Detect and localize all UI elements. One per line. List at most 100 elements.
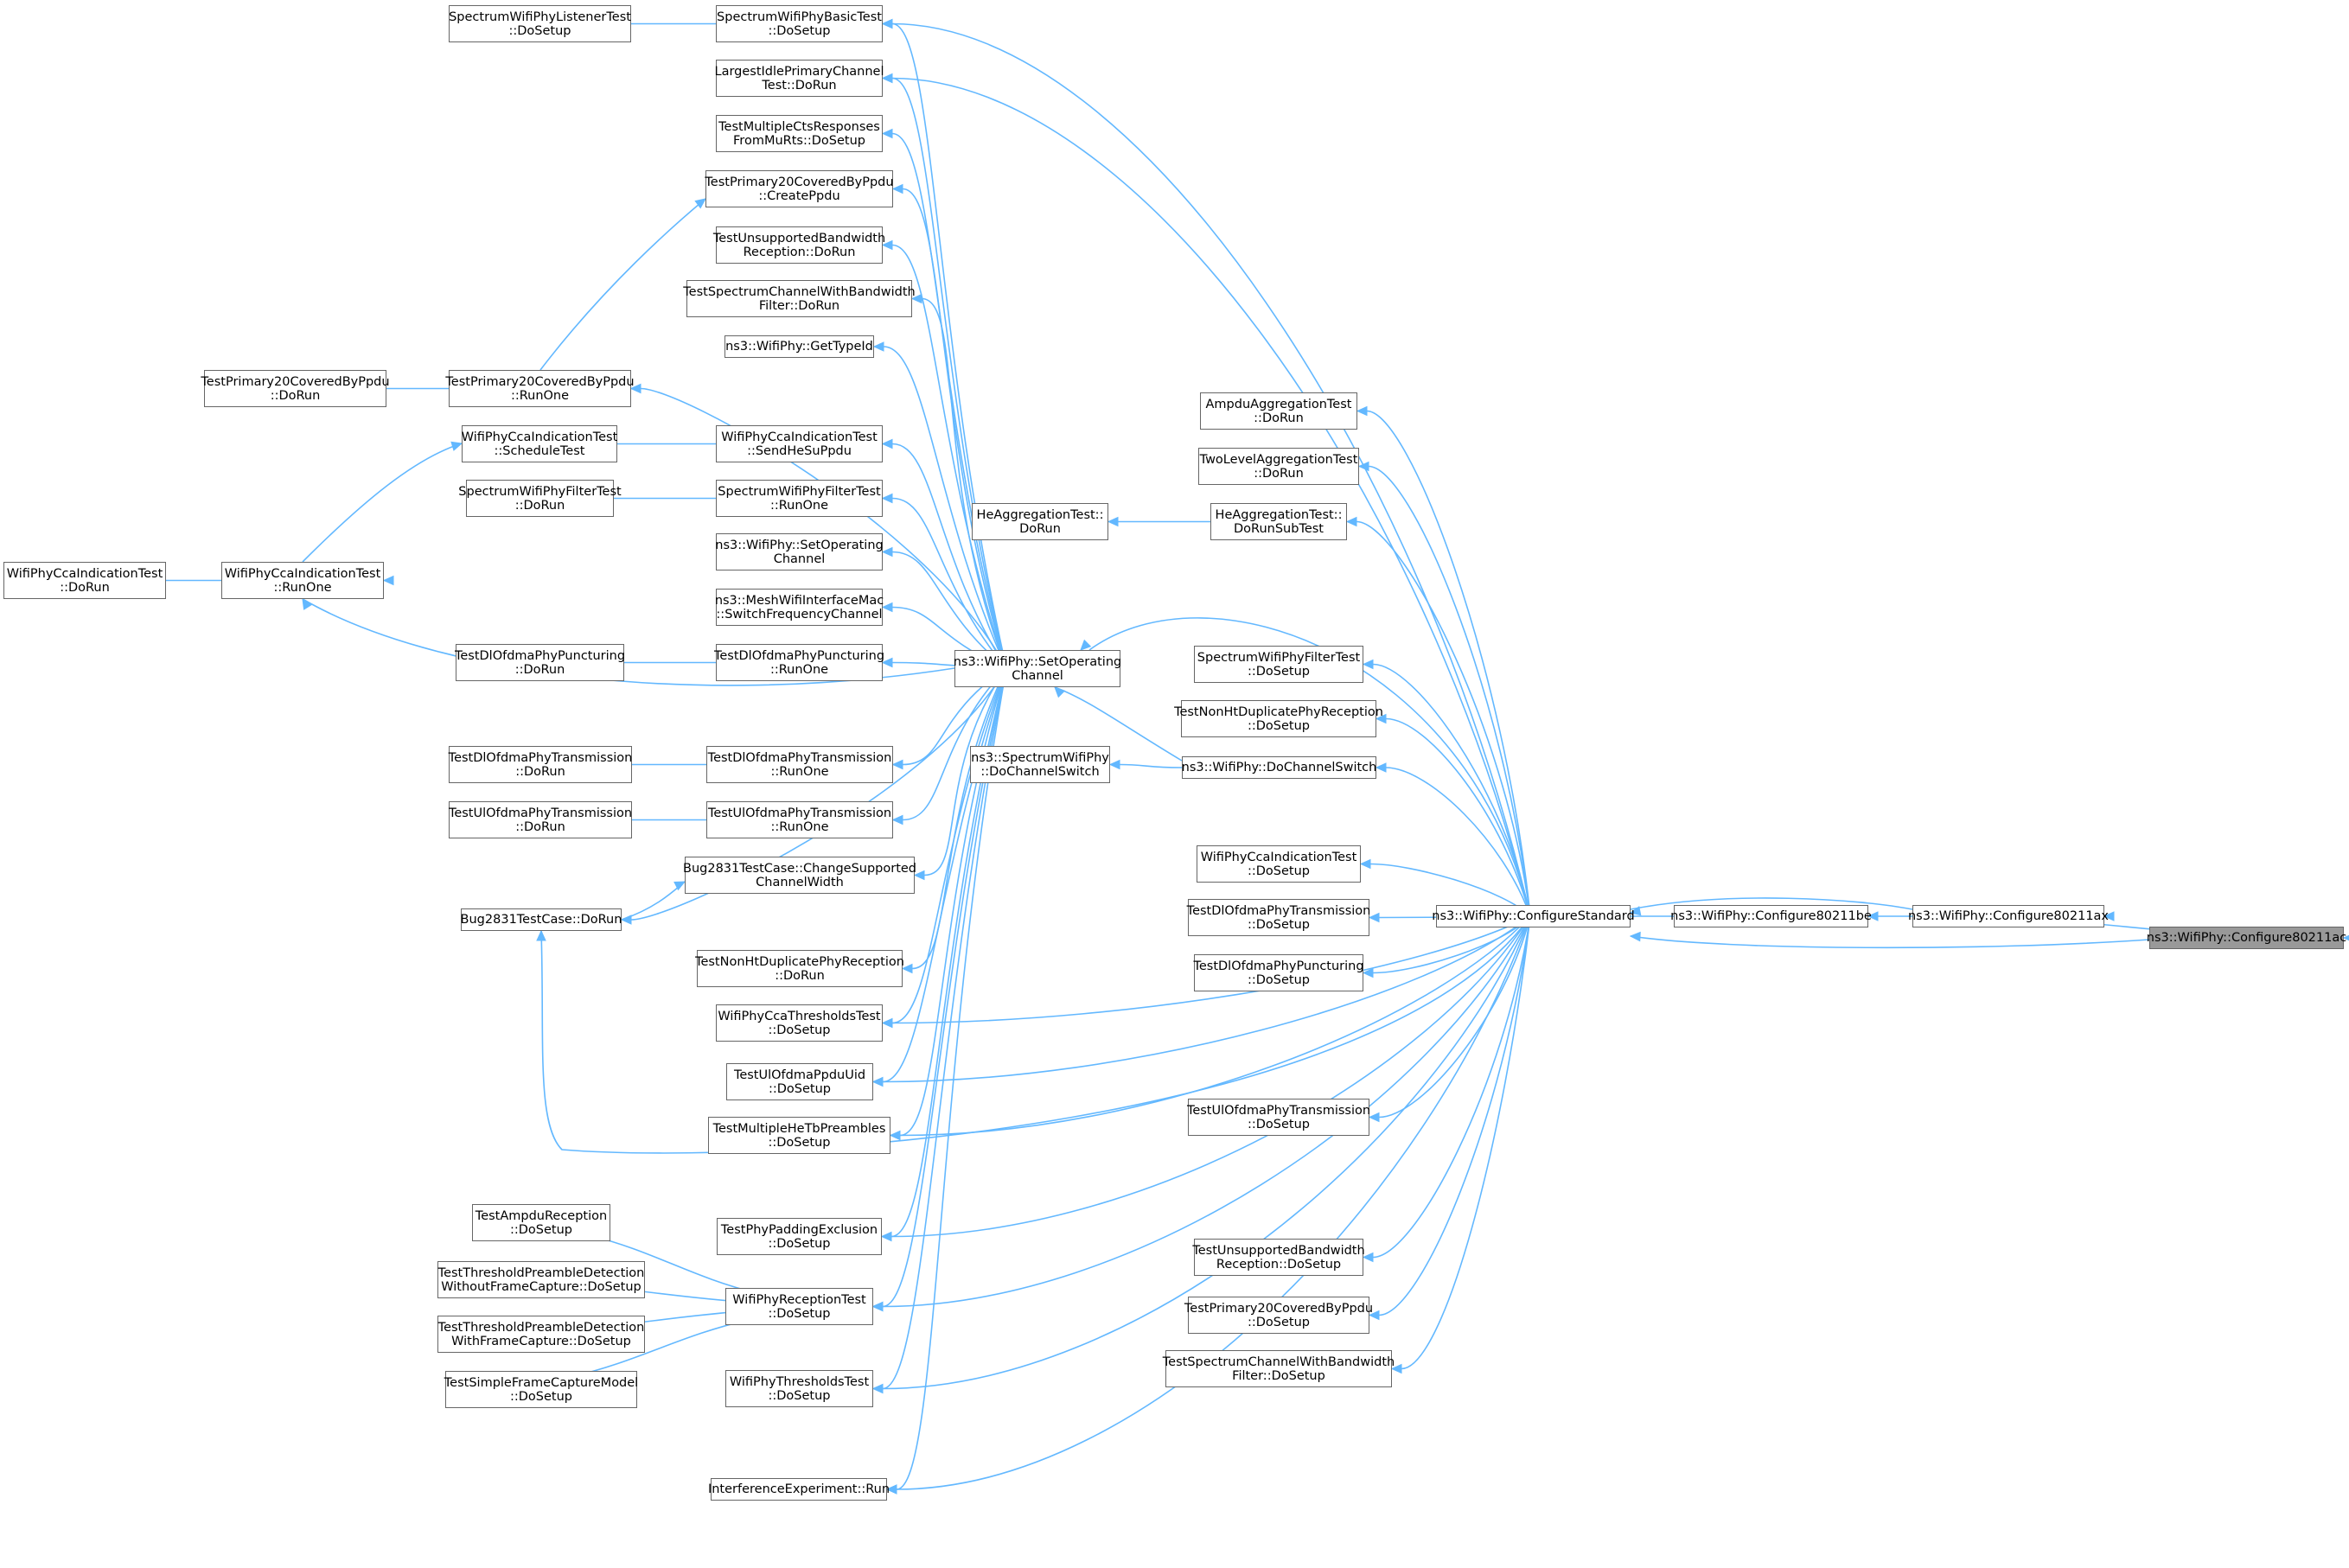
node-label: TestAmpduReception ::DoSetup [475,1208,608,1237]
node-ccasend[interactable]: WifiPhyCcaIndicationTest ::SendHeSuPpdu [716,425,883,462]
node-c80211ax[interactable]: ns3::WifiPhy::Configure80211ax [1908,905,2109,927]
call-edge-arrowhead [1368,1112,1380,1123]
node-label: ns3::SpectrumWifiPhy ::DoChannelSwitch [971,750,1109,779]
node-phythresh[interactable]: WifiPhyThresholdsTest ::DoSetup [725,1370,873,1407]
node-label: TestSpectrumChannelWithBandwidth Filter:… [683,284,916,313]
node-label: TestUlOfdmaPhyTransmission ::RunOne [707,806,892,834]
call-edge-arrowhead [1054,686,1066,698]
call-edge-4 [1630,897,1913,910]
node-label: ns3::MeshWifiInterfaceMac ::SwitchFreque… [714,593,884,621]
call-edge-arrowhead [302,597,312,610]
node-dltxdorun[interactable]: TestDlOfdmaPhyTransmission ::DoRun [449,746,632,783]
node-label: SpectrumWifiPhyListenerTest ::DoSetup [449,10,631,38]
node-simplecap[interactable]: TestSimpleFrameCaptureModel ::DoSetup [444,1371,638,1408]
node-label: InterferenceExperiment::Run [707,1482,890,1496]
node-specbwsetup[interactable]: TestSpectrumChannelWithBandwidth Filter:… [1163,1350,1395,1387]
node-label: TestUlOfdmaPhyTransmission ::DoSetup [1186,1103,1371,1131]
node-c80211be[interactable]: ns3::WifiPhy::Configure80211be [1670,905,1872,927]
node-heaggsub[interactable]: HeAggregationTest:: DoRunSubTest [1210,503,1347,540]
call-edge-arrowhead [2103,911,2115,921]
node-nonhtdorun[interactable]: TestNonHtDuplicatePhyReception ::DoRun [695,950,904,987]
call-edge-37 [921,297,1007,669]
node-p20create[interactable]: TestPrimary20CoveredByPpdu ::CreatePpdu [705,170,894,207]
node-ccadorun[interactable]: WifiPhyCcaIndicationTest ::DoRun [3,562,166,599]
node-gettypeid[interactable]: ns3::WifiPhy::GetTypeId [724,335,874,358]
call-edge-arrowhead [871,1076,884,1087]
node-thrwithout[interactable]: TestThresholdPreambleDetection WithoutFr… [437,1261,645,1298]
node-setop2[interactable]: ns3::WifiPhy::SetOperating Channel [715,533,884,570]
node-p20runone[interactable]: TestPrimary20CoveredByPpdu ::RunOne [445,370,635,407]
call-edge-53 [882,667,1007,1308]
node-label: TestPrimary20CoveredByPpdu ::DoSetup [1184,1301,1374,1329]
call-edge-arrowhead [881,239,893,251]
call-graph-edges [3,18,2349,1495]
node-label: TestDlOfdmaPhyTransmission ::DoRun [448,750,633,779]
node-setop[interactable]: ns3::WifiPhy::SetOperating Channel [954,650,1121,687]
node-label: TestNonHtDuplicatePhyReception ::DoRun [695,954,904,983]
node-ccarunone[interactable]: WifiPhyCcaIndicationTest ::RunOne [221,562,384,599]
node-multihetb[interactable]: TestMultipleHeTbPreambles ::DoSetup [708,1117,890,1154]
call-edge-arrowhead [450,441,463,451]
call-edge-7 [1356,520,1531,917]
node-dlpunctdorun[interactable]: TestDlOfdmaPhyPuncturing ::DoRun [455,644,625,681]
node-dochsw[interactable]: ns3::WifiPhy::DoChannelSwitch [1182,756,1376,779]
call-edge-17 [1401,915,1531,1370]
node-p20setup[interactable]: TestPrimary20CoveredByPpdu ::DoSetup [1184,1297,1373,1334]
node-label: TestDlOfdmaPhyPuncturing ::DoSetup [1193,959,1364,987]
node-meshsw[interactable]: ns3::MeshWifiInterfaceMac ::SwitchFreque… [714,589,884,626]
call-edge-arrowhead [1362,659,1374,670]
call-edge-arrowhead [629,383,642,394]
node-spfiltrunone[interactable]: SpectrumWifiPhyFilterTest ::RunOne [716,480,883,517]
node-multicts[interactable]: TestMultipleCtsResponses FromMuRts::DoSe… [716,115,883,152]
call-edge-56 [630,667,1007,921]
node-ccathresh[interactable]: WifiPhyCcaThresholdsTest ::DoSetup [716,1004,883,1042]
node-padding[interactable]: TestPhyPaddingExclusion ::DoSetup [717,1218,882,1255]
node-heaggdorun[interactable]: HeAggregationTest:: DoRun [972,503,1108,540]
node-rxtest[interactable]: WifiPhyReceptionTest ::DoSetup [725,1288,873,1325]
node-ultxsetup[interactable]: TestUlOfdmaPhyTransmission ::DoSetup [1186,1099,1371,1136]
call-edge-arrowhead [1345,516,1357,527]
node-dltxrunone[interactable]: TestDlOfdmaPhyTransmission ::RunOne [706,746,893,783]
node-bugchange[interactable]: Bug2831TestCase::ChangeSupported Channel… [683,857,916,894]
call-edge-49 [891,667,1007,1024]
node-unsupsetup[interactable]: TestUnsupportedBandwidth Reception::DoSe… [1192,1239,1365,1276]
node-ccasched[interactable]: WifiPhyCcaIndicationTest ::ScheduleTest [462,425,617,462]
node-label: ns3::WifiPhy::SetOperating Channel [715,538,884,566]
node-label: ns3::WifiPhy::Configure80211ax [1907,909,2110,923]
node-dlpunctsetup[interactable]: TestDlOfdmaPhyPuncturing ::DoSetup [1193,954,1364,991]
node-dltxsetup[interactable]: TestDlOfdmaPhyTransmission ::DoSetup [1187,899,1370,936]
node-unsupdorun[interactable]: TestUnsupportedBandwidth Reception::DoRu… [713,226,885,264]
node-ultxdorun[interactable]: TestUlOfdmaPhyTransmission ::DoRun [449,801,632,838]
node-dlpunctrunone[interactable]: TestDlOfdmaPhyPuncturing ::RunOne [714,644,884,681]
node-bugdorun[interactable]: Bug2831TestCase::DoRun [461,908,622,931]
node-spdochsw[interactable]: ns3::SpectrumWifiPhy ::DoChannelSwitch [970,746,1110,783]
node-nonhtsetup[interactable]: TestNonHtDuplicatePhyReception ::DoSetup [1174,700,1383,737]
node-thrwith[interactable]: TestThresholdPreambleDetection WithFrame… [437,1316,645,1353]
call-edge-arrowhead [1629,931,1641,942]
node-specbwdorun[interactable]: TestSpectrumChannelWithBandwidth Filter:… [683,280,916,317]
node-ampdurx[interactable]: TestAmpduReception ::DoSetup [472,1204,610,1241]
node-spfiltsetup[interactable]: SpectrumWifiPhyFilterTest ::DoSetup [1194,646,1363,683]
node-p20dorun[interactable]: TestPrimary20CoveredByPpdu ::DoRun [201,370,390,407]
call-edge-16 [1378,915,1531,1316]
node-c80211ac: ns3::WifiPhy::Configure80211ac [2147,927,2346,949]
node-ultxrunone[interactable]: TestUlOfdmaPhyTransmission ::RunOne [706,801,893,838]
node-label: Bug2831TestCase::DoRun [460,913,622,927]
node-spfiltdorun[interactable]: SpectrumWifiPhyFilterTest ::DoRun [458,480,622,517]
node-splistener[interactable]: SpectrumWifiPhyListenerTest ::DoSetup [449,5,631,42]
node-spbasic[interactable]: SpectrumWifiPhyBasicTest ::DoSetup [716,5,883,42]
call-edge-36 [891,244,1007,669]
node-cfgstd[interactable]: ns3::WifiPhy::ConfigureStandard [1432,905,1635,927]
call-edge-31 [1054,686,1183,762]
node-twolevel[interactable]: TwoLevelAggregationTest ::DoRun [1198,448,1359,485]
call-edge-21 [882,915,1531,1083]
node-interf[interactable]: InterferenceExperiment::Run [707,1478,890,1501]
call-edge-19 [891,77,1531,917]
node-largest[interactable]: LargestIdlePrimaryChannel Test::DoRun [714,60,884,97]
call-edge-26 [896,915,1531,1490]
call-edge-arrowhead [881,438,893,449]
node-ulppduuid[interactable]: TestUlOfdmaPpduUid ::DoSetup [726,1063,873,1100]
node-ampduagg[interactable]: AmpduAggregationTest ::DoRun [1200,392,1357,430]
node-ccasetup[interactable]: WifiPhyCcaIndicationTest ::DoSetup [1197,845,1361,883]
